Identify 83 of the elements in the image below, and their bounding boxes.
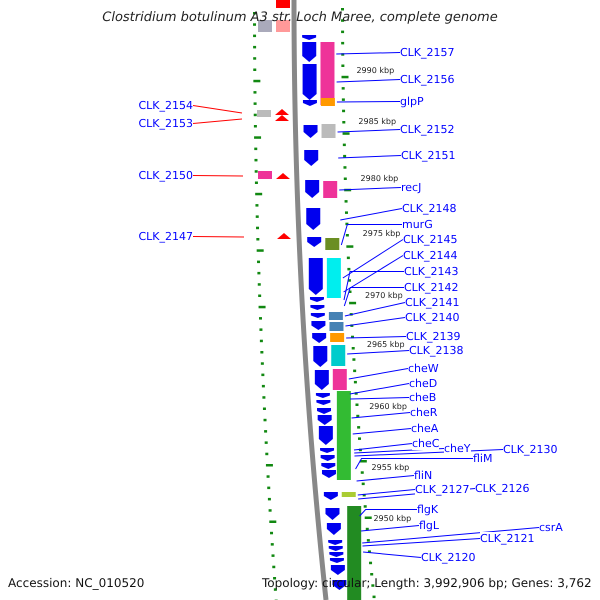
scale-label: 2990 kbp (356, 66, 394, 75)
gene-label: CLK_2154 (138, 99, 193, 112)
leader-line (348, 368, 408, 380)
leader-line (356, 475, 414, 482)
leader-line (352, 428, 412, 434)
leader-line (192, 118, 242, 124)
leader-line (355, 458, 474, 470)
leader-line (362, 552, 422, 558)
gene-label: CLK_2144 (403, 249, 458, 262)
gene-label: cheY (444, 442, 471, 455)
gene-label: glpP (400, 95, 424, 108)
leader-line (336, 52, 400, 54)
scale-label: 2985 kbp (358, 117, 396, 126)
leader-line (192, 175, 244, 176)
leader-line (336, 79, 400, 82)
gene-label: CLK_2142 (404, 281, 459, 294)
leader-line (192, 236, 244, 238)
gene-label: CLK_2126 (475, 482, 530, 495)
gene-label: CLK_2156 (400, 73, 455, 86)
scale-label: 2980 kbp (360, 174, 398, 183)
gene-label: CLK_2148 (402, 202, 457, 215)
gene-label: CLK_2138 (409, 344, 464, 357)
gene-label: CLK_2153 (138, 117, 193, 130)
leader-line (354, 443, 412, 450)
leader-line (337, 129, 400, 132)
leader-line (336, 101, 400, 102)
gene-label: CLK_2127 (415, 483, 470, 496)
scale-label: 2950 kbp (373, 514, 412, 523)
gene-label: cheR (410, 406, 438, 419)
scale-label: 2975 kbp (362, 229, 400, 238)
scale-label: 2970 kbp (365, 291, 403, 300)
gene-label: recJ (401, 181, 422, 194)
scale-label: 2960 kbp (369, 402, 407, 411)
gene-label: CLK_2152 (400, 123, 455, 136)
leader-line (340, 224, 402, 246)
scale-label: 2965 kbp (366, 340, 405, 349)
gene-label: cheB (409, 391, 436, 404)
leader-line (362, 527, 540, 544)
gene-label: CLK_2147 (138, 230, 193, 243)
leader-line (351, 412, 410, 418)
gene-label: CLK_2140 (405, 311, 460, 324)
leader-line (192, 105, 242, 114)
leader-line (350, 397, 410, 400)
leader-line (346, 336, 406, 338)
leader-line (359, 509, 418, 516)
gene-label: csrA (539, 521, 563, 534)
leader-line (344, 287, 404, 306)
map-title: Clostridium botulinum A3 str. Loch Maree, complete genome (101, 10, 499, 25)
gene-label: CLK_2145 (403, 233, 458, 246)
footer-text: Accession: NC_010520 (8, 576, 144, 590)
gene-label: cheA (411, 422, 438, 435)
gene-label: flgK (417, 503, 438, 516)
leader-line (346, 350, 410, 354)
gene-label: CLK_2130 (503, 443, 558, 456)
gene-label: fliM (473, 452, 492, 465)
gene-label: CLK_2151 (401, 149, 456, 162)
gene-label: murG (402, 218, 433, 231)
leader-line (344, 317, 406, 326)
gene-label: cheC (412, 437, 440, 450)
gene-label: CLK_2143 (404, 265, 459, 278)
footer-text: Topology: circular; Length: 3,992,906 bp; Genes: 3,762 (262, 576, 592, 590)
gene-label: CLK_2121 (480, 532, 535, 545)
leader-line (362, 538, 480, 546)
gene-label: cheD (409, 377, 438, 390)
leader-line (344, 271, 404, 300)
gene-label: CLK_2120 (421, 551, 476, 564)
gene-label: CLK_2141 (405, 296, 460, 309)
leader-line (357, 489, 416, 496)
leader-line (349, 383, 410, 394)
leader-line (340, 208, 402, 220)
gene-label: fliN (414, 469, 432, 482)
leader-line (360, 525, 420, 532)
gene-label: CLK_2139 (406, 330, 461, 343)
leader-line (338, 187, 402, 190)
leader-line (342, 239, 404, 278)
gene-label: cheW (408, 362, 439, 375)
leader-line (338, 155, 402, 158)
leader-line (343, 255, 404, 292)
gene-label: CLK_2157 (400, 46, 455, 59)
gene-label: CLK_2150 (138, 169, 193, 182)
scale-label: 2955 kbp (372, 463, 410, 472)
gene-label: flgL (419, 519, 440, 532)
leader-line (344, 302, 406, 316)
